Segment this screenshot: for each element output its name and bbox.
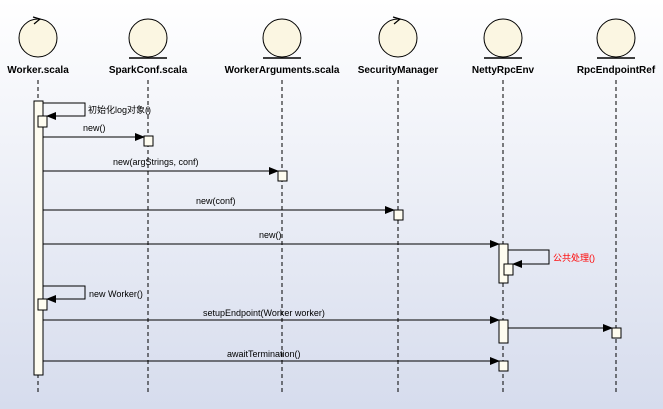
lifeline-securitymanager: SecurityManager: [358, 16, 439, 395]
activation-securitymanager: [393, 209, 404, 221]
message-new-sparkconf: new(): [43, 123, 145, 141]
activation-nettyrpcenv-2: [498, 319, 509, 344]
message-await-termination: awaitTermination(): [43, 349, 500, 365]
entity-node-icon: [483, 18, 523, 58]
activation-workerarguments: [277, 170, 288, 182]
entity-node-icon: [262, 18, 302, 58]
entity-node-icon: [596, 18, 636, 58]
activation-rpcendpointref: [611, 327, 622, 339]
lifeline-sparkconf: SparkConf.scala: [109, 18, 188, 395]
lifeline-label: RpcEndpointRef: [577, 65, 656, 76]
message-label: setupEndpoint(Worker worker): [203, 308, 325, 318]
lifeline-label: WorkerArguments.scala: [225, 65, 340, 76]
message-new-workerarguments: new(argStrings, conf): [43, 157, 279, 175]
lifeline-workerarguments: WorkerArguments.scala: [225, 18, 340, 395]
activation-worker-self-1: [37, 115, 48, 128]
self-call-arrow: [43, 102, 86, 120]
activation-nettyrpcenv-self: [503, 263, 514, 276]
self-call-arrow: [508, 249, 550, 268]
message-label: new(conf): [196, 196, 236, 206]
entity-node-icon: [128, 18, 168, 58]
message-new-worker: new Worker(): [43, 285, 143, 303]
message-label: new Worker(): [89, 289, 143, 299]
lifeline-label: SecurityManager: [358, 65, 439, 76]
control-node-icon: [378, 18, 418, 58]
activation-worker-main: [33, 100, 44, 376]
control-arrow-icon: [392, 16, 402, 25]
message-label: new(argStrings, conf): [113, 157, 199, 167]
activation-worker-self-2: [37, 298, 48, 311]
message-new-securitymanager: new(conf): [43, 196, 395, 214]
message-init-log: 初始化log对象(): [43, 102, 151, 120]
self-call-arrow: [43, 285, 86, 303]
lifeline-label: SparkConf.scala: [109, 65, 188, 76]
message-new-nettyrpcenv: new(): [43, 230, 500, 248]
lifeline-label: Worker.scala: [7, 65, 69, 76]
activation-sparkconf: [143, 135, 154, 147]
lifeline-label: NettyRpcEnv: [472, 65, 535, 76]
message-label: 初始化log对象(): [88, 104, 151, 115]
control-node-icon: [18, 18, 58, 58]
message-label: new(): [83, 123, 106, 133]
control-arrow-icon: [32, 16, 42, 25]
message-label: 公共处理(): [553, 252, 595, 263]
lifeline-rpcendpointref: RpcEndpointRef: [577, 18, 656, 395]
message-label: awaitTermination(): [227, 349, 301, 359]
message-common-processing: 公共处理(): [508, 249, 595, 268]
message-setup-endpoint: setupEndpoint(Worker worker): [43, 308, 613, 332]
activation-nettyrpcenv-3: [498, 360, 509, 372]
message-label: new(): [259, 230, 282, 240]
